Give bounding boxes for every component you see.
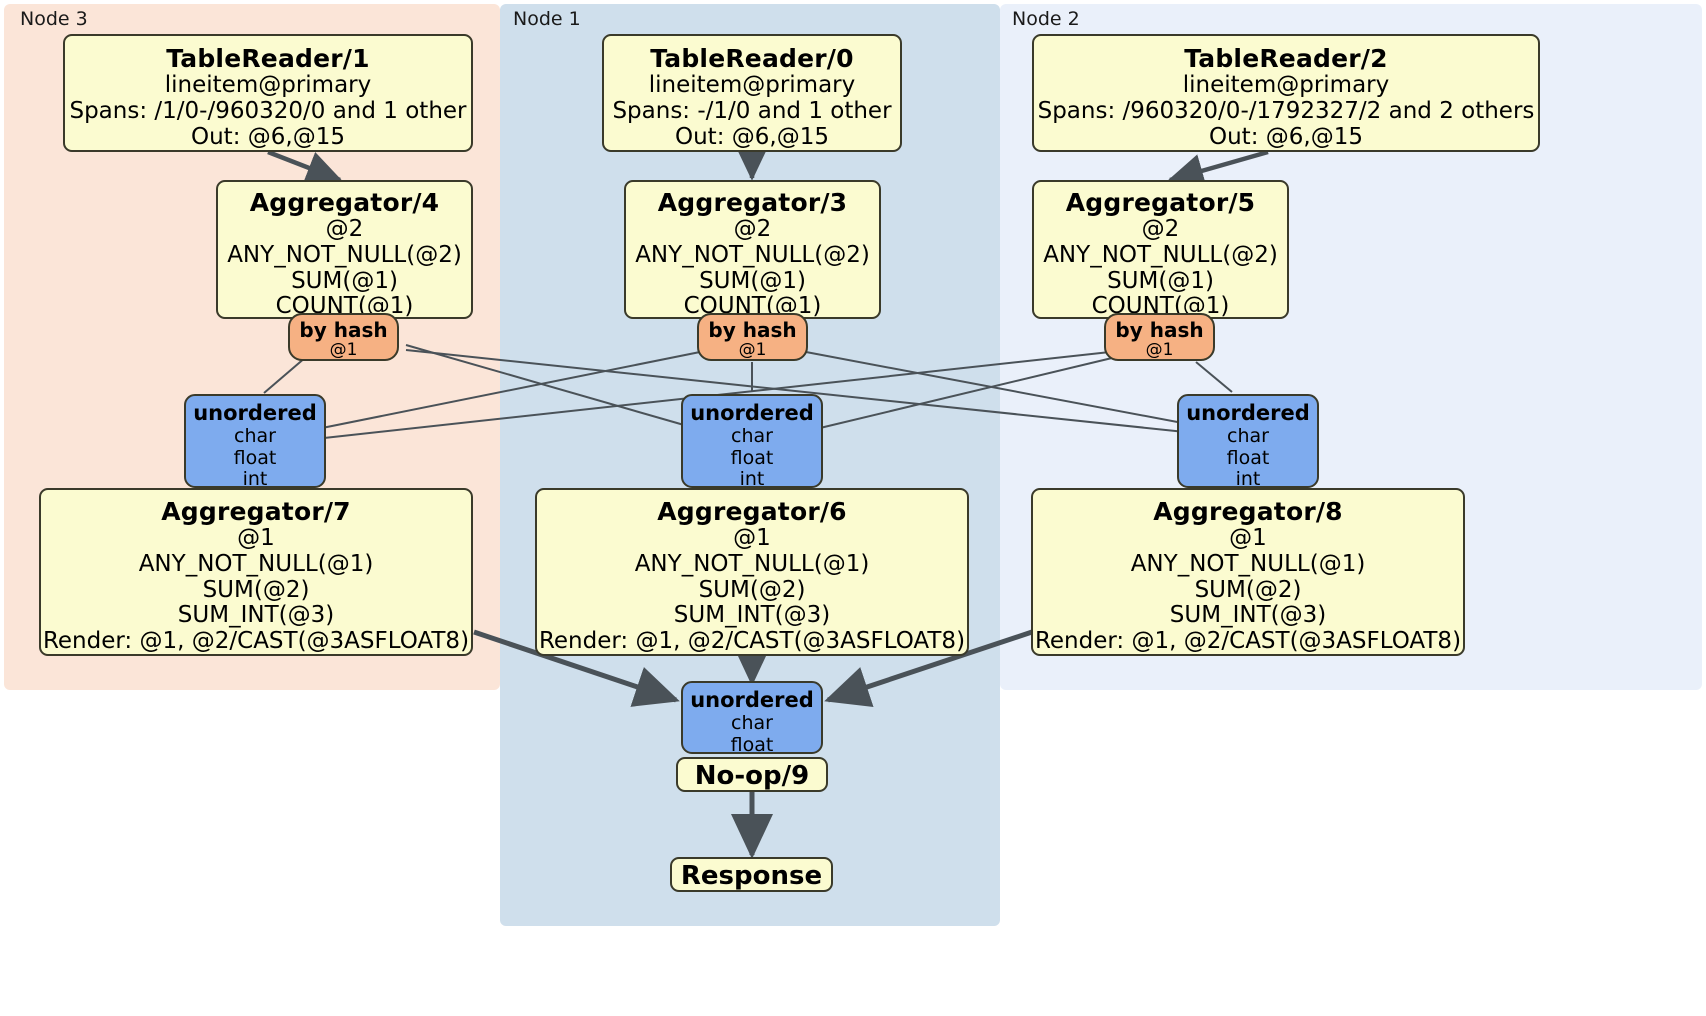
- node-title: Response: [680, 861, 823, 891]
- node-detail: SUM(@2): [1194, 576, 1302, 603]
- node-detail: SUM(@1): [1107, 267, 1214, 294]
- node-detail: ANY_NOT_NULL(@2): [1043, 241, 1278, 268]
- node-title: TableReader/1: [166, 44, 370, 73]
- node-detail: SUM(@1): [291, 267, 398, 294]
- router-unordered-right[interactable]: unordered char float int: [1177, 394, 1319, 491]
- router-by-hash-left[interactable]: by hash @1: [288, 313, 399, 361]
- router-by-hash-right[interactable]: by hash @1: [1104, 313, 1215, 361]
- node-detail: Spans: -/1/0 and 1 other: [612, 97, 892, 124]
- processor-tablereader-2[interactable]: TableReader/2 lineitem@primary Spans: /9…: [1032, 34, 1540, 152]
- node-detail: SUM(@2): [202, 576, 310, 603]
- processor-aggregator-5[interactable]: Aggregator/5 @2 ANY_NOT_NULL(@2) SUM(@1)…: [1032, 180, 1289, 319]
- node-detail: SUM(@2): [698, 576, 806, 603]
- router-title: by hash: [708, 318, 797, 342]
- region-node3-label: Node 3: [20, 8, 88, 30]
- processor-aggregator-7[interactable]: Aggregator/7 @1 ANY_NOT_NULL(@1) SUM(@2)…: [39, 488, 473, 656]
- router-detail: char: [731, 424, 773, 447]
- node-detail: @2: [325, 216, 364, 242]
- processor-noop-9[interactable]: No-op/9: [676, 757, 828, 792]
- router-by-hash-center[interactable]: by hash @1: [697, 313, 808, 361]
- node-detail: ANY_NOT_NULL(@1): [634, 550, 870, 577]
- node-title: Aggregator/5: [1065, 188, 1256, 217]
- node-detail: ANY_NOT_NULL(@2): [227, 241, 462, 268]
- node-detail: Out: @6,@15: [675, 123, 829, 150]
- router-detail: int: [1235, 468, 1261, 491]
- node-detail: @2: [1141, 216, 1180, 242]
- node-detail: ANY_NOT_NULL(@2): [635, 241, 870, 268]
- node-detail: lineitem@primary: [1182, 72, 1390, 98]
- router-title: unordered: [1186, 401, 1310, 425]
- processor-tablereader-0[interactable]: TableReader/0 lineitem@primary Spans: -/…: [602, 34, 902, 152]
- processor-aggregator-3[interactable]: Aggregator/3 @2 ANY_NOT_NULL(@2) SUM(@1)…: [624, 180, 881, 319]
- router-detail: int: [739, 468, 765, 491]
- router-title: unordered: [690, 401, 814, 425]
- region-node1-label: Node 1: [513, 8, 581, 30]
- node-title: Aggregator/7: [161, 497, 351, 526]
- processor-tablereader-1[interactable]: TableReader/1 lineitem@primary Spans: /1…: [63, 34, 473, 152]
- processor-aggregator-6[interactable]: Aggregator/6 @1 ANY_NOT_NULL(@1) SUM(@2)…: [535, 488, 969, 656]
- node-detail: Spans: /960320/0-/1792327/2 and 2 others: [1037, 97, 1535, 124]
- router-unordered-center[interactable]: unordered char float int: [681, 394, 823, 491]
- router-detail: char: [731, 711, 773, 734]
- router-detail: @1: [1145, 340, 1174, 360]
- processor-response[interactable]: Response: [670, 857, 833, 892]
- router-title: unordered: [690, 688, 814, 712]
- node-detail: SUM(@1): [699, 267, 806, 294]
- router-detail: @1: [738, 340, 767, 360]
- node-detail: Out: @6,@15: [1209, 123, 1363, 150]
- node-detail: ANY_NOT_NULL(@1): [138, 550, 374, 577]
- region-node2-label: Node 2: [1012, 8, 1080, 30]
- node-detail: SUM_INT(@3): [177, 602, 335, 629]
- router-detail: char: [234, 424, 276, 447]
- node-detail: Out: @6,@15: [191, 123, 345, 150]
- node-title: Aggregator/3: [657, 188, 848, 217]
- node-detail: ANY_NOT_NULL(@1): [1130, 550, 1366, 577]
- router-detail: float: [730, 733, 774, 756]
- node-detail: @1: [733, 525, 771, 551]
- node-detail: Render: @1, @2/CAST(@3ASFLOAT8): [1034, 628, 1462, 654]
- processor-aggregator-8[interactable]: Aggregator/8 @1 ANY_NOT_NULL(@1) SUM(@2)…: [1031, 488, 1465, 656]
- node-detail: @1: [1229, 525, 1267, 551]
- node-title: TableReader/2: [1184, 44, 1388, 73]
- router-detail: @1: [329, 340, 358, 360]
- router-detail: char: [1227, 424, 1269, 447]
- node-title: Aggregator/6: [657, 497, 847, 526]
- router-detail: float: [1226, 446, 1270, 469]
- router-detail: float: [233, 446, 277, 469]
- router-title: unordered: [193, 401, 317, 425]
- node-detail: SUM_INT(@3): [1169, 602, 1327, 629]
- node-detail: Render: @1, @2/CAST(@3ASFLOAT8): [42, 628, 470, 654]
- node-detail: SUM_INT(@3): [673, 602, 831, 629]
- router-unordered-left[interactable]: unordered char float int: [184, 394, 326, 491]
- router-title: by hash: [299, 318, 388, 342]
- processor-aggregator-4[interactable]: Aggregator/4 @2 ANY_NOT_NULL(@2) SUM(@1)…: [216, 180, 473, 319]
- node-detail: lineitem@primary: [648, 72, 856, 98]
- router-unordered-final[interactable]: unordered char float: [681, 681, 823, 756]
- node-detail: Spans: /1/0-/960320/0 and 1 other: [69, 97, 467, 124]
- router-detail: float: [730, 446, 774, 469]
- router-detail: int: [242, 468, 268, 491]
- node-title: No-op/9: [694, 761, 810, 791]
- node-detail: Render: @1, @2/CAST(@3ASFLOAT8): [538, 628, 966, 654]
- node-detail: @1: [237, 525, 275, 551]
- node-title: TableReader/0: [650, 44, 854, 73]
- router-title: by hash: [1115, 318, 1204, 342]
- node-title: Aggregator/4: [249, 188, 440, 217]
- node-detail: lineitem@primary: [164, 72, 372, 98]
- node-detail: @2: [733, 216, 772, 242]
- node-title: Aggregator/8: [1153, 497, 1343, 526]
